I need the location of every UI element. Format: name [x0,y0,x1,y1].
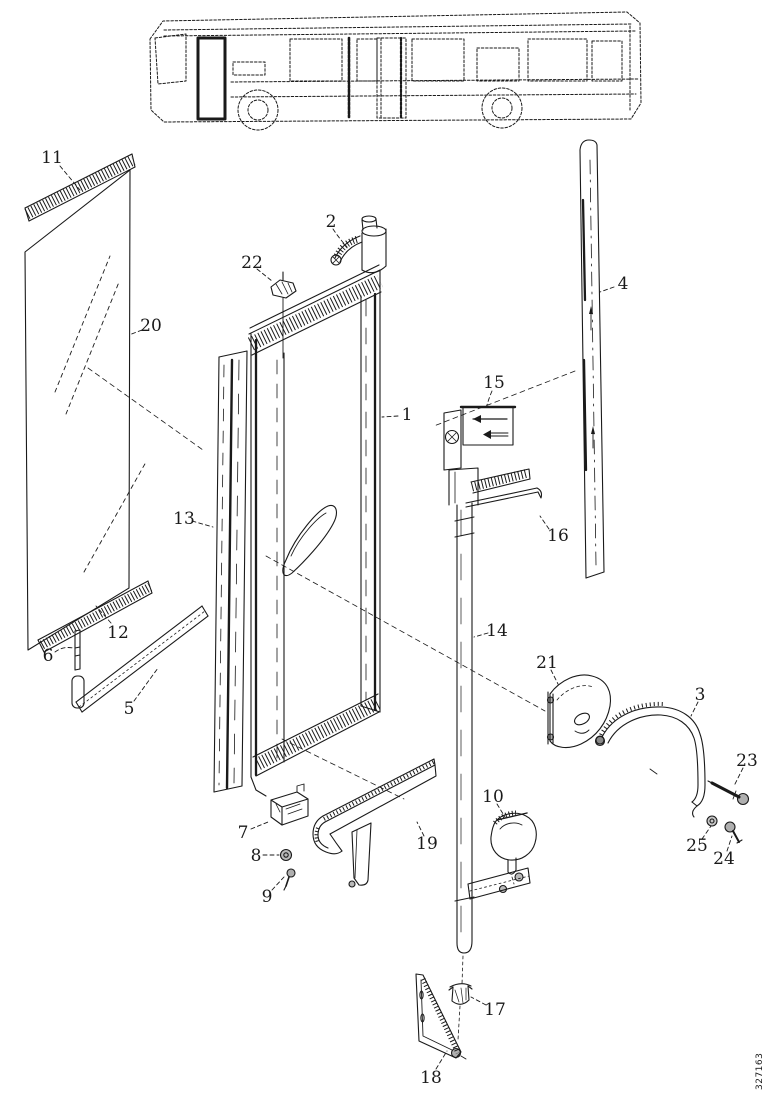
callout-8: 8 [251,846,262,866]
part-door-frame [247,264,384,797]
part-washer-25 [706,815,718,827]
callout-23: 23 [736,751,758,771]
bus-front-door-highlight [196,36,227,121]
callout-16: 16 [547,526,569,546]
alignment-lines [87,367,576,800]
callout-19: 19 [416,834,438,854]
callout-20: 20 [140,316,162,336]
part-pillar-strip [579,139,605,579]
callout-3: 3 [695,685,706,705]
part-nut-8 [279,848,293,862]
part-door-shaft [454,502,475,954]
callout-24: 24 [713,849,735,869]
callout-15: 15 [483,373,505,393]
callout-13: 13 [173,509,195,529]
callout-1: 1 [402,405,413,425]
part-cam-bumper [490,810,537,885]
callout-5: 5 [124,699,135,719]
callout-18: 18 [420,1068,442,1088]
callout-2: 2 [326,212,337,232]
callout-10: 10 [482,787,504,807]
part-decal-plate-bracket [443,405,517,506]
part-bolt-23 [707,780,750,806]
part-floor-bracket [415,973,467,1060]
part-bolt-24 [724,821,743,844]
callout-6: 6 [43,646,54,666]
part-lower-panel-strip [71,605,209,713]
leader-lines [54,165,744,1070]
part-lower-shaft-bracket [467,867,531,900]
part-deflector-panel [312,758,437,888]
part-upper-run-strip [24,153,136,222]
callout-12: 12 [107,623,129,643]
callout-14: 14 [486,621,508,641]
callout-4: 4 [618,274,629,294]
callout-7: 7 [238,823,249,843]
part-operating-arm [594,701,706,818]
callout-25: 25 [686,836,708,856]
callout-11: 11 [41,148,63,168]
part-cover-plate [546,674,612,749]
part-door-edge-strip [213,350,248,793]
callouts: 11 2 22 20 1 4 15 13 16 12 6 5 14 21 3 2… [41,148,758,1088]
part-clip [270,271,297,359]
callout-22: 22 [241,253,263,273]
part-upper-arm-and-rod [465,468,543,508]
callout-21: 21 [536,653,558,673]
callout-9: 9 [262,887,273,907]
bus-side-view [149,11,642,131]
part-upper-pivot [330,215,387,274]
part-pin [74,629,81,671]
part-bracket-7 [270,783,309,826]
part-door-glass [24,169,147,651]
part-lower-glass-strip [37,580,153,653]
drawing-number: 327163 [755,1053,765,1090]
callout-17: 17 [484,1000,506,1020]
part-bolt-9 [283,868,296,891]
part-bushing [448,955,473,1041]
